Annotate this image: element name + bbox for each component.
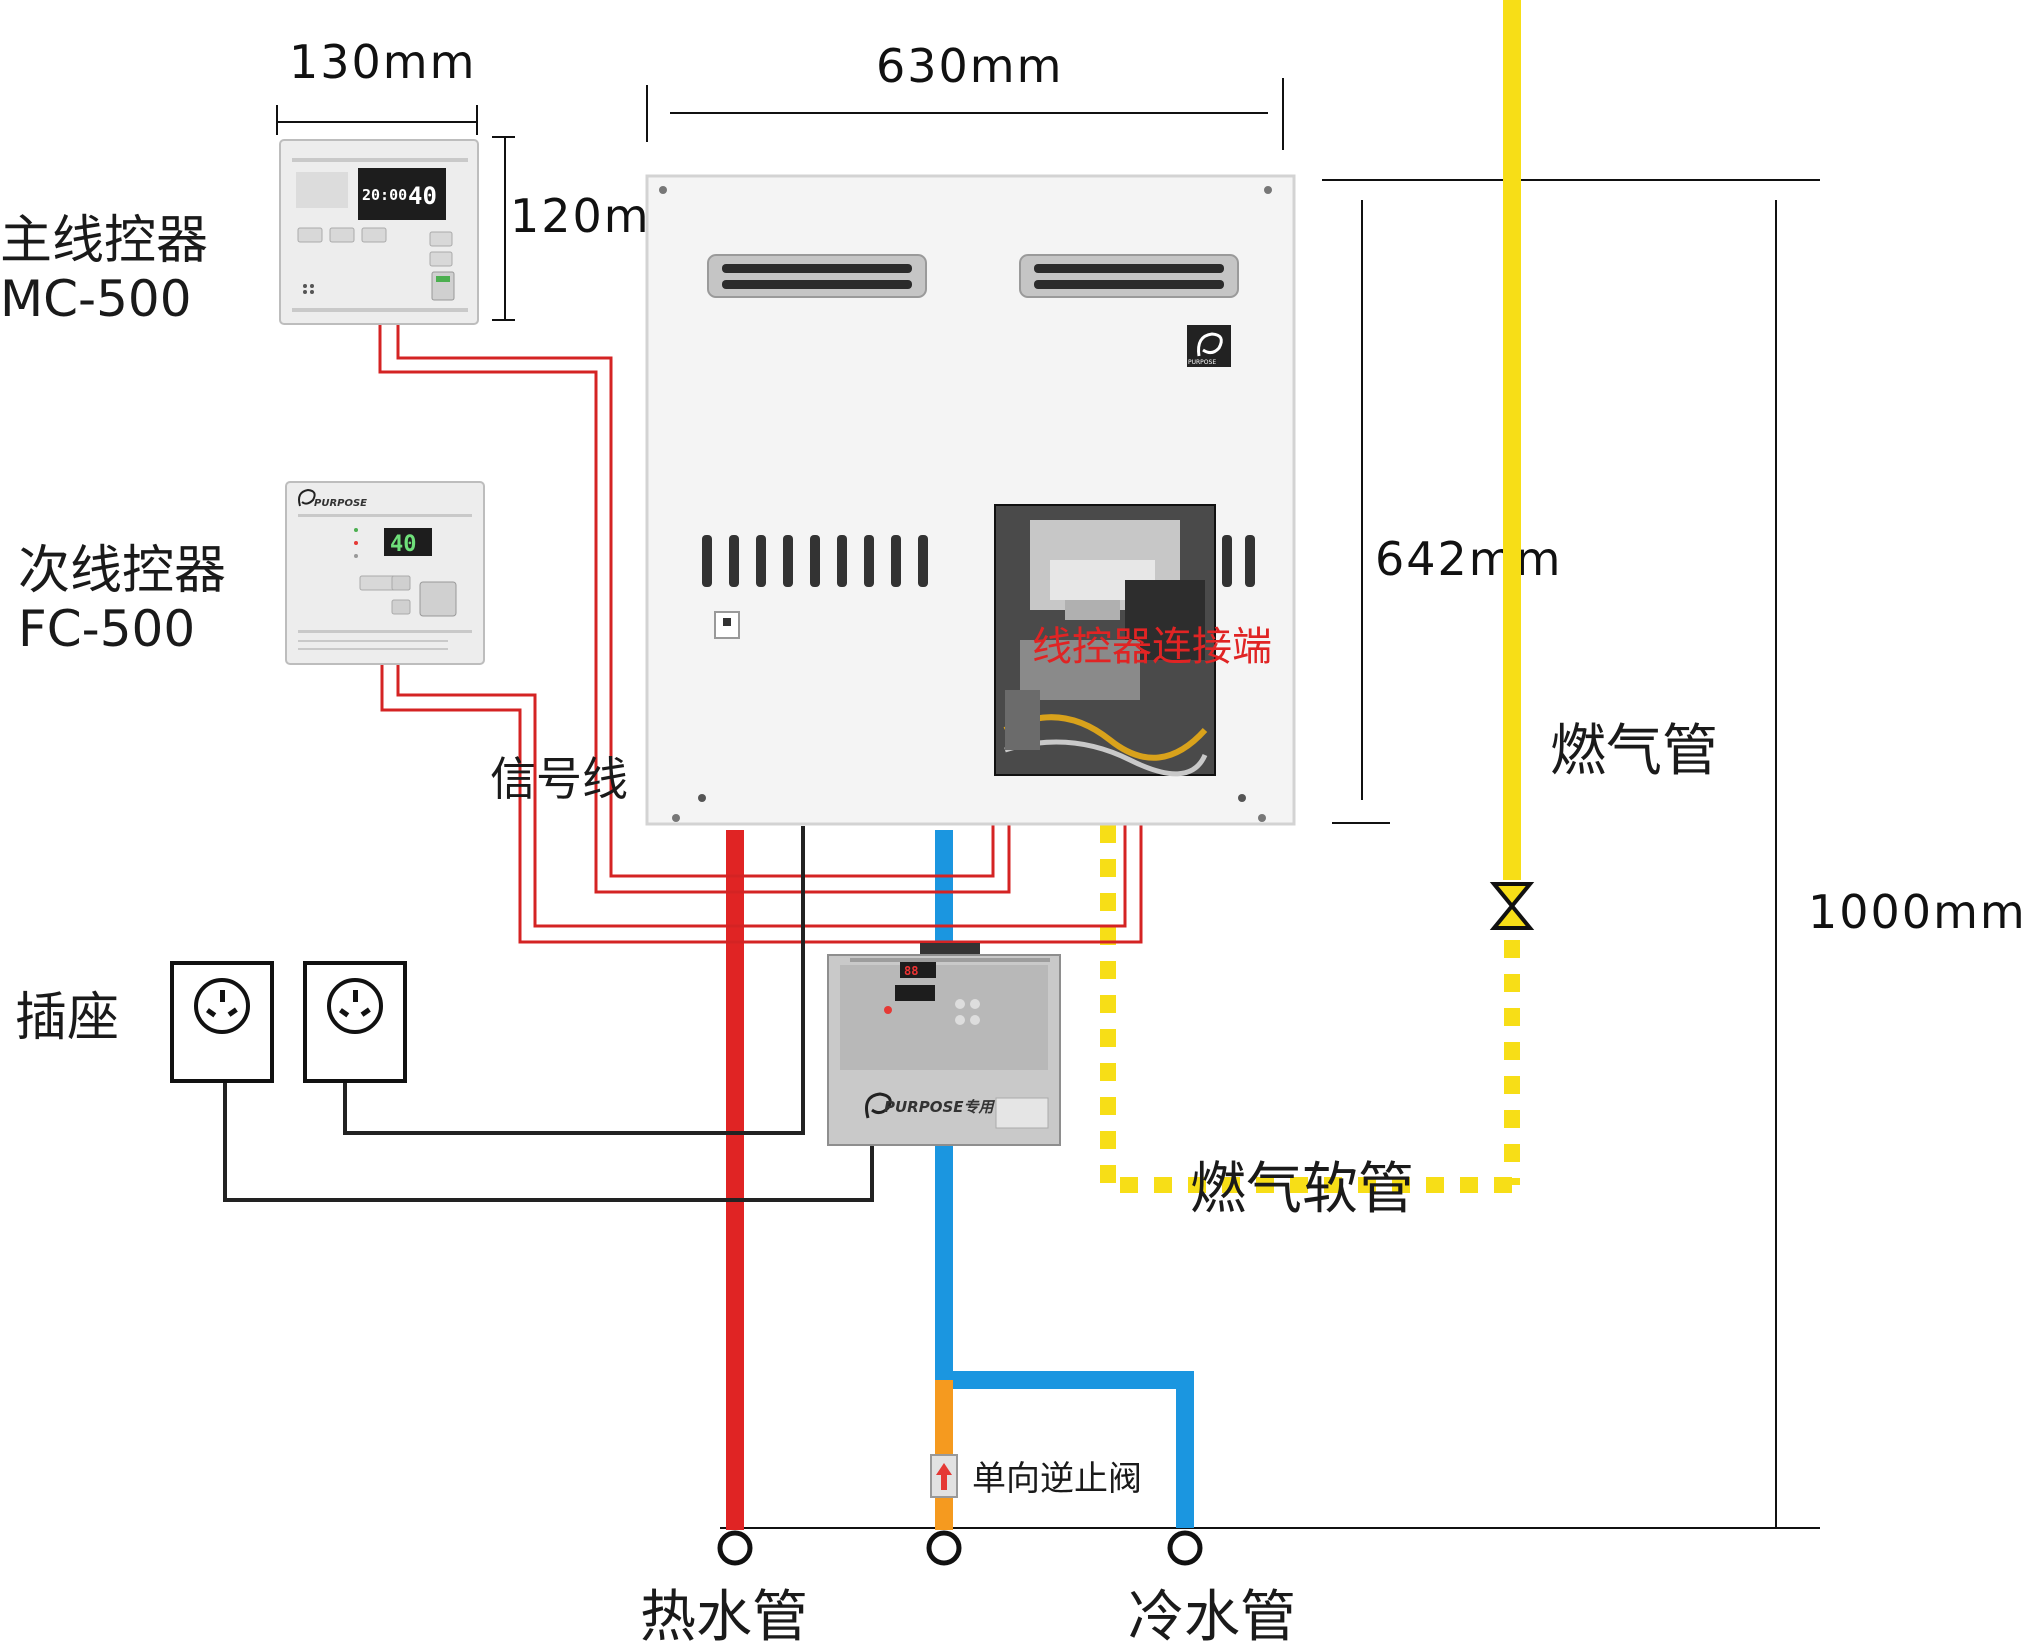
- sub-controller-name: 次线控器: [18, 541, 226, 601]
- gas-hose-label: 燃气软管: [1190, 1157, 1414, 1222]
- purpose-logo-icon: PURPOSE: [1187, 325, 1231, 367]
- sub-temp-down-button[interactable]: [391, 599, 411, 615]
- check-valve-icon: [930, 1454, 958, 1498]
- sub-brand: PURPOSE: [314, 498, 367, 509]
- pipe-terminals: [717, 1530, 1203, 1566]
- cold-water-pipe: [935, 830, 1194, 1530]
- gas-pipe: [1100, 0, 1521, 1193]
- power-wires: [223, 826, 874, 1202]
- internal-compartment: [994, 504, 1216, 777]
- main-program-button[interactable]: [329, 227, 355, 243]
- main-temp-up-button[interactable]: [429, 231, 453, 247]
- indicator-window: [714, 611, 740, 639]
- box-spec-sticker: [995, 1097, 1049, 1129]
- main-temp-down-button[interactable]: [429, 251, 453, 267]
- socket-right[interactable]: [303, 961, 407, 1083]
- main-lcd-time: 20:00: [362, 186, 407, 204]
- main-controller[interactable]: 20:00 40: [279, 139, 479, 325]
- controller-width-label: 130mm: [289, 35, 476, 89]
- heater-brand: PURPOSE: [1188, 359, 1216, 366]
- sub-controller-lcd: [384, 528, 432, 556]
- control-box[interactable]: 88 PURPOSE专用: [827, 943, 1061, 1146]
- intake-slots: [702, 535, 1255, 587]
- water-heater[interactable]: PURPOSE: [645, 174, 1296, 826]
- hot-water-pipe-label: 热水管: [640, 1585, 808, 1647]
- socket-left[interactable]: [170, 961, 274, 1083]
- exhaust-vents: [707, 254, 1239, 298]
- heater-height-label: 642mm: [1375, 532, 1562, 586]
- main-controller-name: 主线控器: [0, 211, 208, 271]
- install-height-label: 1000mm: [1808, 885, 2027, 939]
- cold-water-pipe-label: 冷水管: [1128, 1585, 1296, 1647]
- check-valve-label: 单向逆止阀: [972, 1459, 1142, 1499]
- sub-purpose-logo-icon: PURPOSE: [298, 488, 367, 509]
- main-controller-model: MC-500: [0, 270, 192, 328]
- main-buzzer-button[interactable]: [361, 227, 387, 243]
- signal-wires: [378, 325, 1143, 944]
- sub-controller[interactable]: PURPOSE 40: [285, 481, 485, 665]
- box-display-text: 88: [904, 964, 918, 978]
- sub-controller-model: FC-500: [18, 600, 195, 658]
- main-controller-lcd: [358, 168, 446, 220]
- box-brand: PURPOSE专用: [884, 1098, 996, 1116]
- gas-pipe-label: 燃气管: [1550, 719, 1718, 784]
- sub-temp-up-button[interactable]: [391, 575, 411, 591]
- gas-valve-icon[interactable]: [1489, 882, 1535, 930]
- sub-run-button[interactable]: [419, 581, 457, 617]
- main-lcd-temp: 40: [408, 182, 437, 210]
- box-display: [900, 962, 936, 978]
- sub-lcd-temp: 40: [390, 532, 417, 557]
- heater-width-label: 630mm: [876, 39, 1063, 93]
- main-setting-button[interactable]: [297, 227, 323, 243]
- socket-label: 插座: [15, 988, 119, 1048]
- dimension-lines: [276, 78, 1820, 1529]
- box-purpose-logo-icon: PURPOSE专用: [865, 1092, 996, 1119]
- controller-terminal-label: 线控器连接端: [1032, 624, 1272, 670]
- signal-wire-label: 信号线: [490, 752, 628, 806]
